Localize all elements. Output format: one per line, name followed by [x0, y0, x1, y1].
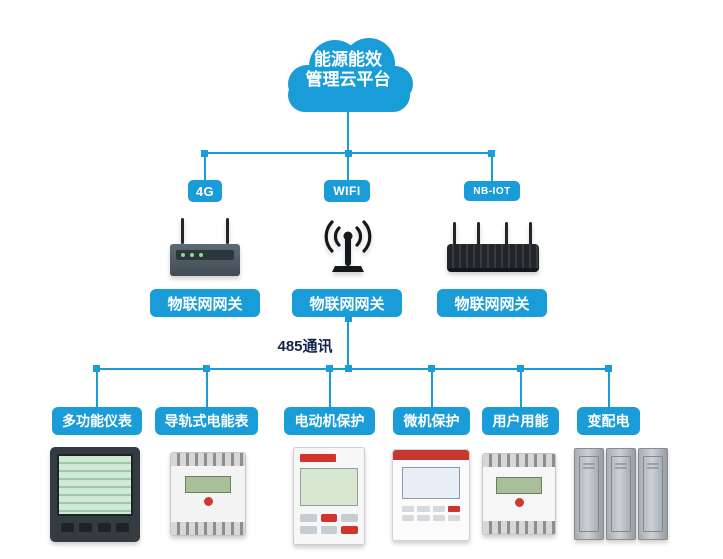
router-4g-image [168, 218, 242, 282]
connector-line [520, 370, 522, 407]
cloud-platform-title: 能源能效 管理云平台 [273, 50, 423, 90]
device-label-text: 用户用能 [492, 413, 549, 429]
junction-node [345, 315, 352, 322]
gateway-label-text: 物联网网关 [309, 295, 385, 313]
cloud-platform: 能源能效 管理云平台 [273, 26, 423, 118]
distribution-cabinet-image [574, 448, 668, 540]
router-nbiot-image [447, 222, 539, 282]
device-label-text: 变配电 [587, 413, 630, 429]
device-label-multifunction-meter: 多功能仪表 [52, 407, 142, 435]
device-label-user-energy: 用户用能 [482, 407, 559, 435]
connector-line [491, 154, 493, 182]
cloud-title-line1: 能源能效 [314, 50, 382, 69]
cloud-title-line2: 管理云平台 [305, 70, 391, 89]
device-label-text: 导轨式电能表 [164, 413, 249, 429]
junction-node [345, 150, 352, 157]
cloud-icon [288, 38, 413, 112]
wifi-antenna-icon [319, 216, 377, 276]
junction-node [93, 365, 100, 372]
gateway-label-nbiot: 物联网网关 [437, 289, 547, 317]
connector-line [347, 110, 349, 154]
connector-line [431, 370, 433, 407]
device-label-din-rail-meter: 导轨式电能表 [155, 407, 258, 435]
connector-line [347, 317, 349, 368]
micro-protection-image [392, 449, 470, 541]
device-label-text: 电动机保护 [294, 413, 365, 429]
multifunction-meter-image [50, 447, 140, 542]
gateway-label-text: 物联网网关 [167, 295, 243, 313]
junction-node [428, 365, 435, 372]
junction-node [201, 150, 208, 157]
device-label-text: 微机保护 [403, 413, 460, 429]
badge-wifi-label: WIFI [333, 184, 361, 198]
badge-nbiot-label: NB-IOT [473, 185, 511, 197]
junction-node [345, 365, 352, 372]
user-energy-meter-image [482, 453, 556, 535]
device-label-text: 多功能仪表 [62, 413, 132, 429]
device-label-distribution: 变配电 [577, 407, 640, 435]
connector-line [347, 154, 349, 182]
badge-wifi: WIFI [324, 180, 370, 202]
junction-node [326, 365, 333, 372]
gateway-label-text: 物联网网关 [454, 295, 530, 313]
badge-nbiot: NB-IOT [464, 181, 520, 201]
junction-node [517, 365, 524, 372]
connector-line [206, 370, 208, 407]
motor-protection-image [293, 447, 365, 545]
badge-4g: 4G [188, 180, 222, 202]
din-rail-meter-image [170, 452, 246, 536]
badge-4g-label: 4G [195, 183, 215, 199]
connector-line [608, 370, 610, 407]
device-label-micro-protection: 微机保护 [393, 407, 470, 435]
junction-node [605, 365, 612, 372]
connector-line [329, 370, 331, 407]
gateway-label-4g: 物联网网关 [150, 289, 260, 317]
connector-line [204, 154, 206, 182]
junction-node [203, 365, 210, 372]
bus-line-485 [96, 368, 610, 370]
connector-line [96, 370, 98, 407]
gateway-label-wifi: 物联网网关 [292, 289, 402, 317]
device-label-motor-protection: 电动机保护 [284, 407, 375, 435]
junction-node [488, 150, 495, 157]
bus-label-485: 485通讯 [277, 338, 333, 355]
